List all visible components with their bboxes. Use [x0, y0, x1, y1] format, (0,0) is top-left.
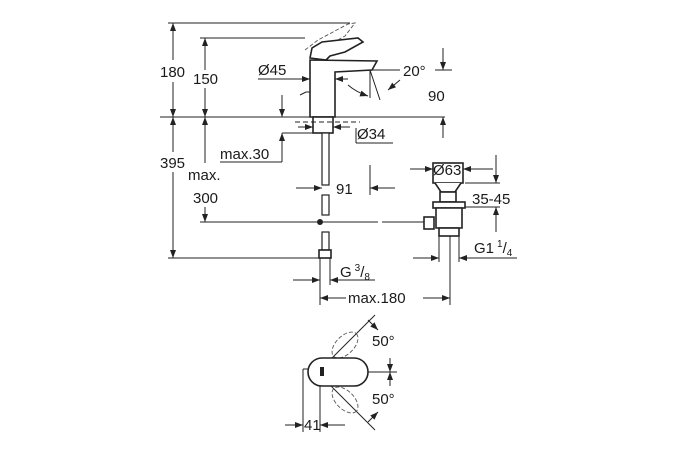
dim-91: 91: [336, 181, 353, 198]
height-dimensions: [170, 23, 208, 258]
dim-35-45: 35-45: [472, 191, 510, 208]
dim-90: 90: [428, 88, 445, 105]
reference-lines: [160, 22, 445, 259]
dim-diameter-34: Ø34: [357, 126, 385, 143]
dim-diameter-45: Ø45: [258, 62, 286, 79]
dim-angle-50-down: 50°: [372, 391, 395, 408]
faucet-body: [295, 22, 379, 259]
dim-180: 180: [160, 64, 185, 81]
dim-41: 41: [304, 417, 321, 434]
dim-max-30: max.30: [220, 146, 269, 163]
dim-395: 395: [160, 155, 185, 172]
dim-angle-20: 20°: [403, 63, 426, 80]
dim-diameter-63: Ø63: [433, 162, 461, 179]
top-view-lever: [302, 314, 397, 432]
dim-angle-50-up: 50°: [372, 333, 395, 350]
dim-max-180: max.180: [348, 290, 406, 307]
dim-150: 150: [193, 71, 218, 88]
waste-valve: [423, 162, 466, 305]
dim-max-300-line1: max.: [188, 167, 221, 184]
dim-max-300-line2: 300: [193, 190, 218, 207]
